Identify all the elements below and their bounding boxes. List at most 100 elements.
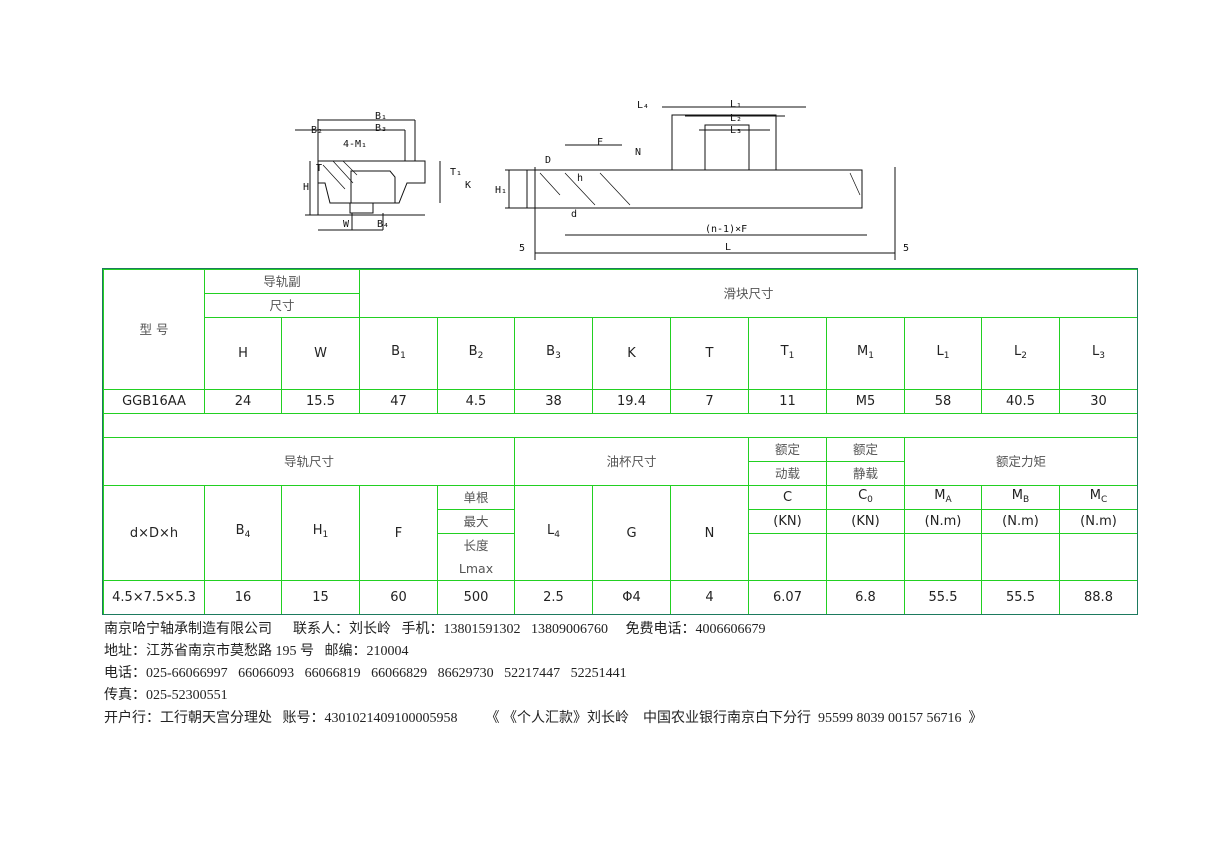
cell-text: W: [314, 342, 327, 365]
model-header: 型 号: [103, 269, 205, 390]
linear-guide-drawing: B₁ B₂ B₃ 4-M₁ T T₁ H K W B₄ L₁ L₂ L₃ L₄ …: [295, 99, 909, 260]
max-header: 最大: [437, 509, 515, 534]
cell-text: H1: [313, 519, 329, 547]
subscript: 3: [555, 350, 561, 361]
address-line: 地址：江苏省南京市莫愁路 195 号 邮编：210004: [104, 644, 409, 659]
dynamic-load-header: 动载: [748, 461, 827, 486]
unit-cell: (N.m): [1059, 509, 1138, 534]
drawing-labels: B₁ B₂ B₃ 4-M₁ T T₁ H K W B₄ L₁ L₂ L₃ L₄ …: [303, 99, 909, 254]
table-cell: 16: [204, 580, 282, 615]
cell-text: 额定力矩: [995, 454, 1046, 469]
cell-text: MA: [934, 484, 951, 512]
symbol: T: [780, 343, 789, 359]
svg-text:L₁: L₁: [730, 99, 742, 110]
table-cell: 55.5: [981, 580, 1060, 615]
cell-text: 尺寸: [269, 298, 295, 313]
column-header: B4: [204, 485, 282, 581]
cell-text: 19.4: [617, 394, 646, 409]
column-header: T1: [748, 317, 827, 390]
cell-text: (N.m): [1080, 514, 1117, 529]
bank-line: 开户行：工行朝天宫分理处 账号：4301021409100005958 《 《个…: [104, 711, 983, 726]
fax-line: 传真：025-52300551: [104, 688, 228, 703]
subscript: 0: [867, 494, 873, 505]
cell-text: L4: [547, 519, 560, 547]
table-cell: GGB16AA: [103, 389, 205, 414]
cell-text: N: [705, 522, 715, 545]
cell-text: (N.m): [924, 514, 962, 529]
cell-text: 4: [705, 590, 714, 605]
column-header: L2: [981, 317, 1060, 390]
svg-text:F: F: [597, 137, 603, 148]
svg-text:L₄: L₄: [637, 100, 649, 111]
symbol: G: [626, 525, 637, 541]
table-cell: 4: [670, 580, 749, 615]
symbol: K: [627, 346, 636, 361]
table-cell: Φ4: [592, 580, 671, 615]
rated-header: 额定: [826, 437, 905, 462]
table-cell: 88.8: [1059, 580, 1138, 615]
cell-text: H: [238, 342, 248, 365]
svg-text:N: N: [635, 147, 641, 158]
cell-text: 40.5: [1006, 394, 1035, 409]
table-cell: 30: [1059, 389, 1138, 414]
cell-text: 15.5: [306, 394, 335, 409]
rated-moment-header: 额定力矩: [904, 437, 1138, 486]
empty-cell: [748, 533, 827, 581]
cell-text: T: [706, 342, 714, 365]
column-header: K: [592, 317, 671, 390]
cell-text: G: [626, 522, 636, 545]
cell-text: 滑块尺寸: [723, 286, 774, 301]
table-cell: 4.5×7.5×5.3: [103, 580, 205, 615]
cell-text: 2.5: [543, 590, 564, 605]
cell-text: Lmax: [458, 561, 494, 576]
cell-text: 最大: [463, 514, 489, 529]
cell-text: L1: [937, 340, 950, 368]
column-header: L3: [1059, 317, 1138, 390]
subscript: 1: [322, 530, 329, 540]
cell-text: 55.5: [928, 590, 958, 605]
table-cell: 40.5: [981, 389, 1060, 414]
block-size-header: 滑块尺寸: [359, 269, 1138, 318]
cell-text: (KN): [851, 514, 880, 529]
company-contact-line: 南京哈宁轴承制造有限公司 联系人：刘长岭 手机：13801591302 1380…: [104, 622, 766, 637]
table-cell: 60: [359, 580, 438, 615]
static-load-header: 静载: [826, 461, 905, 486]
cell-text: 60: [390, 590, 407, 605]
svg-text:H₁: H₁: [495, 185, 507, 196]
symbol: M: [1089, 487, 1101, 503]
svg-text:B₂: B₂: [311, 125, 323, 136]
rail-size-header: 导轨尺寸: [103, 437, 515, 486]
symbol: C: [782, 490, 793, 505]
svg-text:W: W: [343, 219, 350, 230]
cell-text: (N.m): [1002, 514, 1039, 529]
symbol: B: [391, 343, 401, 359]
load-header: MA: [904, 485, 982, 510]
svg-text:T₁: T₁: [450, 167, 462, 178]
single-header: 单根: [437, 485, 515, 510]
svg-text:B₁: B₁: [375, 111, 387, 122]
subscript: C: [1100, 494, 1108, 505]
symbol: B: [546, 343, 556, 359]
symbol: W: [314, 346, 327, 361]
cell-text: 16: [234, 590, 252, 605]
table-cell: 2.5: [514, 580, 593, 615]
cell-text: 4.5: [465, 394, 487, 409]
subscript: 3: [1099, 350, 1105, 361]
symbol: N: [704, 525, 715, 541]
load-header: MC: [1059, 485, 1138, 510]
subscript: 1: [788, 350, 795, 361]
cell-text: 动载: [774, 466, 800, 481]
svg-text:h: h: [577, 173, 583, 184]
table-cell: 11: [748, 389, 827, 414]
cell-text: F: [395, 522, 402, 545]
svg-text:D: D: [545, 155, 551, 166]
cell-text: 7: [705, 394, 714, 409]
cell-text: B4: [236, 519, 251, 547]
symbol: M: [934, 487, 946, 503]
cell-text: GGB16AA: [122, 394, 186, 409]
cell-text: L2: [1014, 340, 1027, 368]
subscript: 4: [554, 530, 560, 540]
symbol: C: [858, 487, 868, 503]
unit-cell: (KN): [826, 509, 905, 534]
svg-text:L: L: [725, 242, 731, 253]
